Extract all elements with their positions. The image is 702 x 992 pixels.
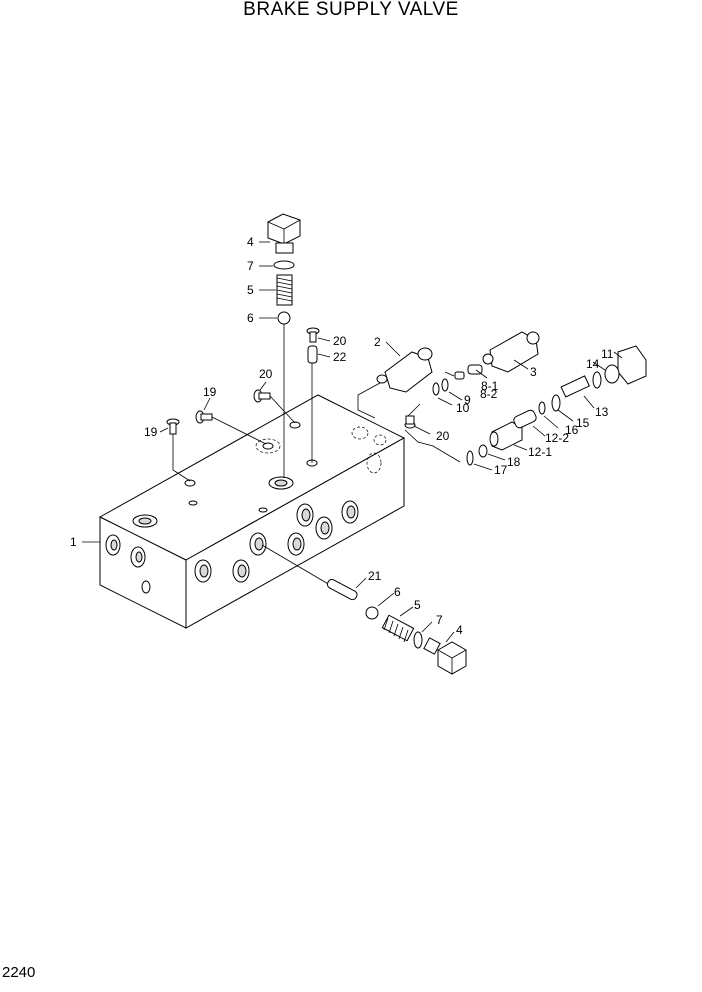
screw-19-left: [166, 418, 180, 435]
callout-13: 13: [595, 405, 609, 419]
pin-21: [326, 578, 358, 601]
screw-20-right: [404, 415, 416, 429]
ring-16: [538, 401, 546, 415]
lower-ball-6: [365, 606, 379, 620]
callout-16: 16: [565, 423, 579, 437]
callout-5-lower: 5: [414, 598, 421, 612]
cartridge-2: [376, 347, 433, 393]
callout-19-left: 19: [144, 425, 158, 439]
callout-6-lower: 6: [394, 585, 401, 599]
callout-8-1: 8-1: [481, 379, 499, 393]
plug-11: [604, 345, 647, 385]
page-number: 2240: [2, 964, 36, 981]
ring-18: [478, 444, 488, 458]
callout-9: 9: [464, 393, 471, 407]
lower-oring-7: [413, 631, 423, 649]
valve-block: [98, 394, 406, 629]
callout-10: 10: [456, 401, 470, 415]
callout-12-2: 12-2: [545, 431, 569, 445]
callout-1: 1: [70, 535, 77, 549]
callout-7-upper: 7: [247, 259, 254, 273]
callout-3: 3: [530, 365, 537, 379]
callout-8-2: 8-2: [480, 387, 498, 401]
callout-4-lower: 4: [456, 623, 463, 637]
part-12-2: [513, 409, 537, 429]
callout-20-left: 20: [259, 367, 273, 381]
callout-22: 22: [333, 350, 347, 364]
callout-18: 18: [507, 455, 521, 469]
callout-11: 11: [601, 347, 614, 361]
screw-20-left: [253, 389, 271, 403]
part-8-2: [454, 371, 465, 380]
oring-15: [551, 394, 561, 412]
upper-oring-7: [273, 260, 295, 270]
callout-4-upper: 4: [247, 235, 254, 249]
lower-spring-5: [381, 614, 415, 643]
oring-14: [592, 371, 602, 389]
oring-10: [432, 382, 440, 396]
callout-6-upper: 6: [247, 311, 254, 325]
callout-12-1: 12-1: [528, 445, 552, 459]
callout-2: 2: [374, 335, 381, 349]
oring-9: [441, 378, 449, 392]
upper-ball-6: [277, 311, 291, 325]
upper-spring-5: [276, 274, 293, 306]
part-12-1: [489, 421, 523, 451]
spring-13: [560, 375, 590, 398]
callout-labels: 1 2 3 4 7 5 6 20 22 20 19 19 8-1 8-2 9 1…: [70, 235, 614, 637]
leader-lines: [82, 241, 623, 643]
callout-7-lower: 7: [436, 613, 443, 627]
upper-plug-4: [267, 213, 301, 254]
callout-20-top: 20: [333, 334, 347, 348]
screw-20-top: [306, 327, 320, 343]
pin-22: [307, 345, 318, 364]
callout-15: 15: [576, 416, 590, 430]
callout-19-mid: 19: [203, 385, 217, 399]
oring-17: [466, 450, 474, 466]
callout-20-right: 20: [436, 429, 450, 443]
callout-14: 14: [586, 357, 600, 371]
callout-5-upper: 5: [247, 283, 254, 297]
lower-plug-4: [423, 637, 467, 675]
cartridge-3: [482, 331, 540, 373]
screw-19-mid: [195, 410, 213, 424]
block-ports: [105, 421, 359, 594]
callout-21: 21: [368, 569, 382, 583]
callout-17: 17: [494, 463, 508, 477]
page-title: BRAKE SUPPLY VALVE: [243, 0, 459, 20]
